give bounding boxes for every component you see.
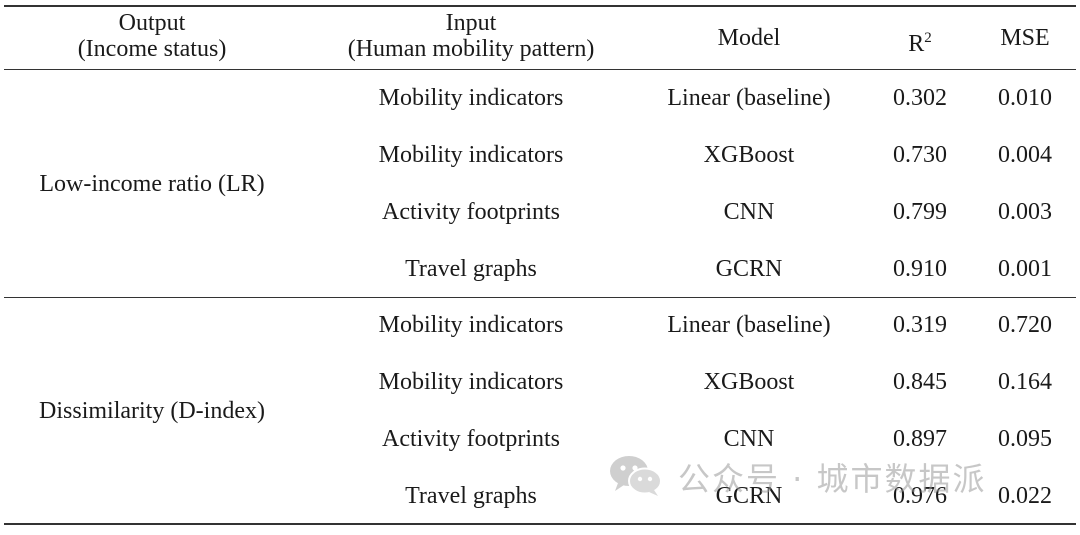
header-mse: MSE [1000,25,1050,51]
row-mse: 0.001 [998,256,1052,282]
row-input: Activity footprints [382,426,560,452]
row-model: GCRN [715,256,783,282]
header-output-subtitle: (Income status) [77,36,227,62]
row-r2: 0.730 [893,142,947,168]
group-output-label: Low-income ratio (LR) [39,171,265,197]
header-r2: R2 [908,24,932,58]
row-input: Mobility indicators [378,85,564,111]
row-r2: 0.302 [893,85,947,111]
row-r2: 0.910 [893,256,947,282]
bottom-rule [4,523,1076,525]
row-input: Activity footprints [382,199,560,225]
header-output-title: Output [118,10,186,36]
row-model: Linear (baseline) [667,312,831,338]
header-r2-sup: 2 [924,30,932,46]
row-model: XGBoost [703,369,795,395]
header-input-title: Input [445,10,497,36]
row-model: XGBoost [703,142,795,168]
row-r2: 0.976 [893,483,947,509]
row-input: Travel graphs [405,483,537,509]
row-mse: 0.010 [998,85,1052,111]
header-output: Output (Income status) [78,10,227,62]
row-model: CNN [723,199,775,225]
wechat-icon [608,453,664,502]
row-mse: 0.095 [998,426,1052,452]
row-model: GCRN [715,483,783,509]
row-mse: 0.004 [998,142,1052,168]
row-model: Linear (baseline) [667,85,831,111]
row-mse: 0.720 [998,312,1052,338]
header-model: Model [717,25,781,51]
row-input: Mobility indicators [378,312,564,338]
row-mse: 0.164 [998,369,1052,395]
header-input: Input (Human mobility pattern) [348,10,595,62]
header-input-subtitle: (Human mobility pattern) [347,36,595,62]
row-mse: 0.022 [998,483,1052,509]
top-rule [4,5,1076,7]
header-rule [4,69,1076,70]
row-input: Travel graphs [405,256,537,282]
row-mse: 0.003 [998,199,1052,225]
row-r2: 0.799 [893,199,947,225]
row-model: CNN [723,426,775,452]
row-r2: 0.845 [893,369,947,395]
row-input: Mobility indicators [378,369,564,395]
group-output-label: Dissimilarity (D-index) [39,398,265,424]
group-divider-rule [4,297,1076,298]
row-r2: 0.897 [893,426,947,452]
header-r2-base: R [908,31,925,57]
row-input: Mobility indicators [378,142,564,168]
row-r2: 0.319 [893,312,947,338]
